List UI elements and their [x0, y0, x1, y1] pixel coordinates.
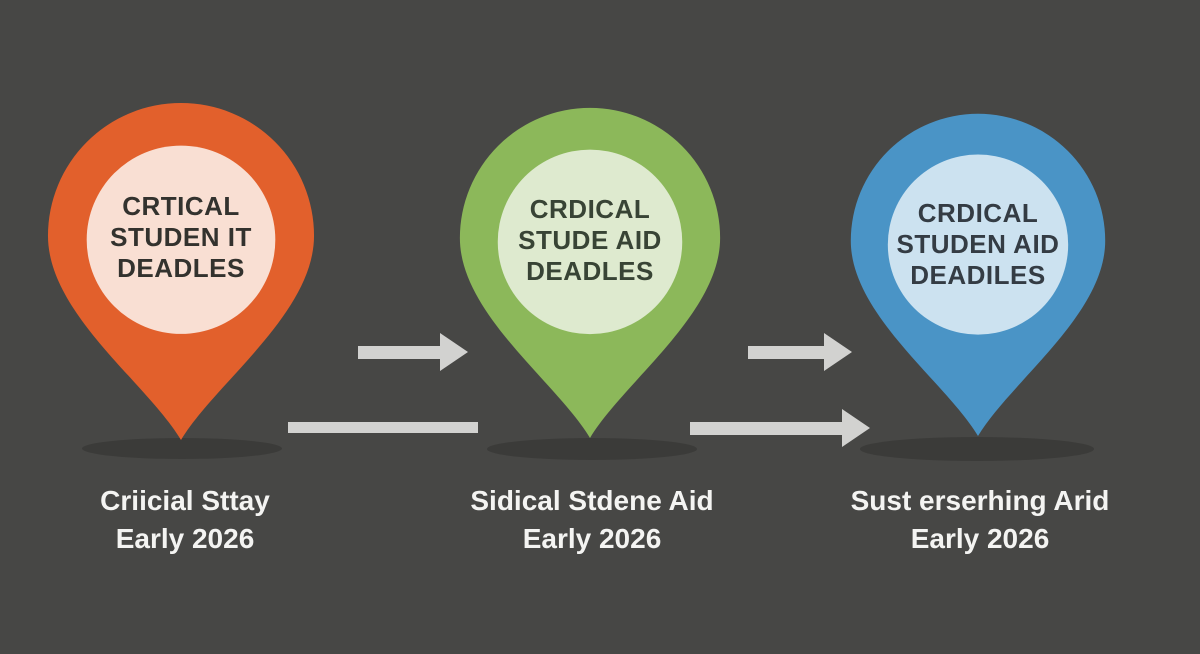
caption-line-2: Early 2026 [115, 523, 255, 554]
arrow-shaft [690, 421, 842, 435]
arrow-head [842, 409, 870, 447]
caption-line-2: Early 2026 [522, 523, 662, 554]
pin-caption: Sidical Stdene Aid Early 2026 [432, 482, 752, 558]
pin-inner-circle [86, 145, 276, 334]
caption-line-2: Early 2026 [910, 523, 1050, 554]
pin-caption: Criicial Sttay Early 2026 [25, 482, 345, 558]
pin-title-line: DEADLES [117, 253, 245, 284]
pin-title-line: DEADILES [910, 260, 1046, 291]
pin-shadow [487, 438, 697, 460]
arrow-shaft [358, 345, 440, 359]
right-arrow-icon [690, 409, 870, 447]
pin-title-line: CRDICAL [917, 198, 1039, 229]
pin-title-line: DEADLES [526, 256, 654, 287]
right-arrow-icon [358, 333, 468, 371]
pin-inner-circle [887, 154, 1069, 335]
pin-shadow [860, 437, 1094, 461]
arrow-head [440, 333, 468, 371]
map-pin-blue: CRDICAL STUDEN AID DEADILES [847, 110, 1109, 436]
pin-title-line: STUDE AID [518, 225, 662, 256]
pin-title-line: CRDICAL [529, 194, 651, 225]
caption-line-1: Sidical Stdene Aid [470, 485, 714, 516]
pin-title-line: CRTICAL [122, 191, 240, 222]
connector-line [288, 422, 478, 433]
pin-title: CRDICAL STUDE AID DEADLES [456, 194, 724, 287]
pin-title: CRDICAL STUDEN AID DEADILES [847, 198, 1109, 291]
caption-line-1: Sust erserhing Arid [850, 485, 1110, 516]
map-pin-green: CRDICAL STUDE AID DEADLES [456, 104, 724, 438]
pin-inner-circle [497, 149, 683, 335]
pin-shadow [82, 438, 282, 459]
pin-title-line: STUDEN AID [896, 229, 1060, 260]
arrow-head [824, 333, 852, 371]
pin-title: CRTICAL STUDEN IT DEADLES [44, 191, 318, 284]
map-pin-orange: CRTICAL STUDEN IT DEADLES [44, 99, 318, 440]
pin-title-line: STUDEN IT [110, 222, 252, 253]
right-arrow-icon [748, 333, 852, 371]
arrow-shaft [748, 345, 824, 359]
caption-line-1: Criicial Sttay [100, 485, 270, 516]
pin-caption: Sust erserhing Arid Early 2026 [820, 482, 1140, 558]
